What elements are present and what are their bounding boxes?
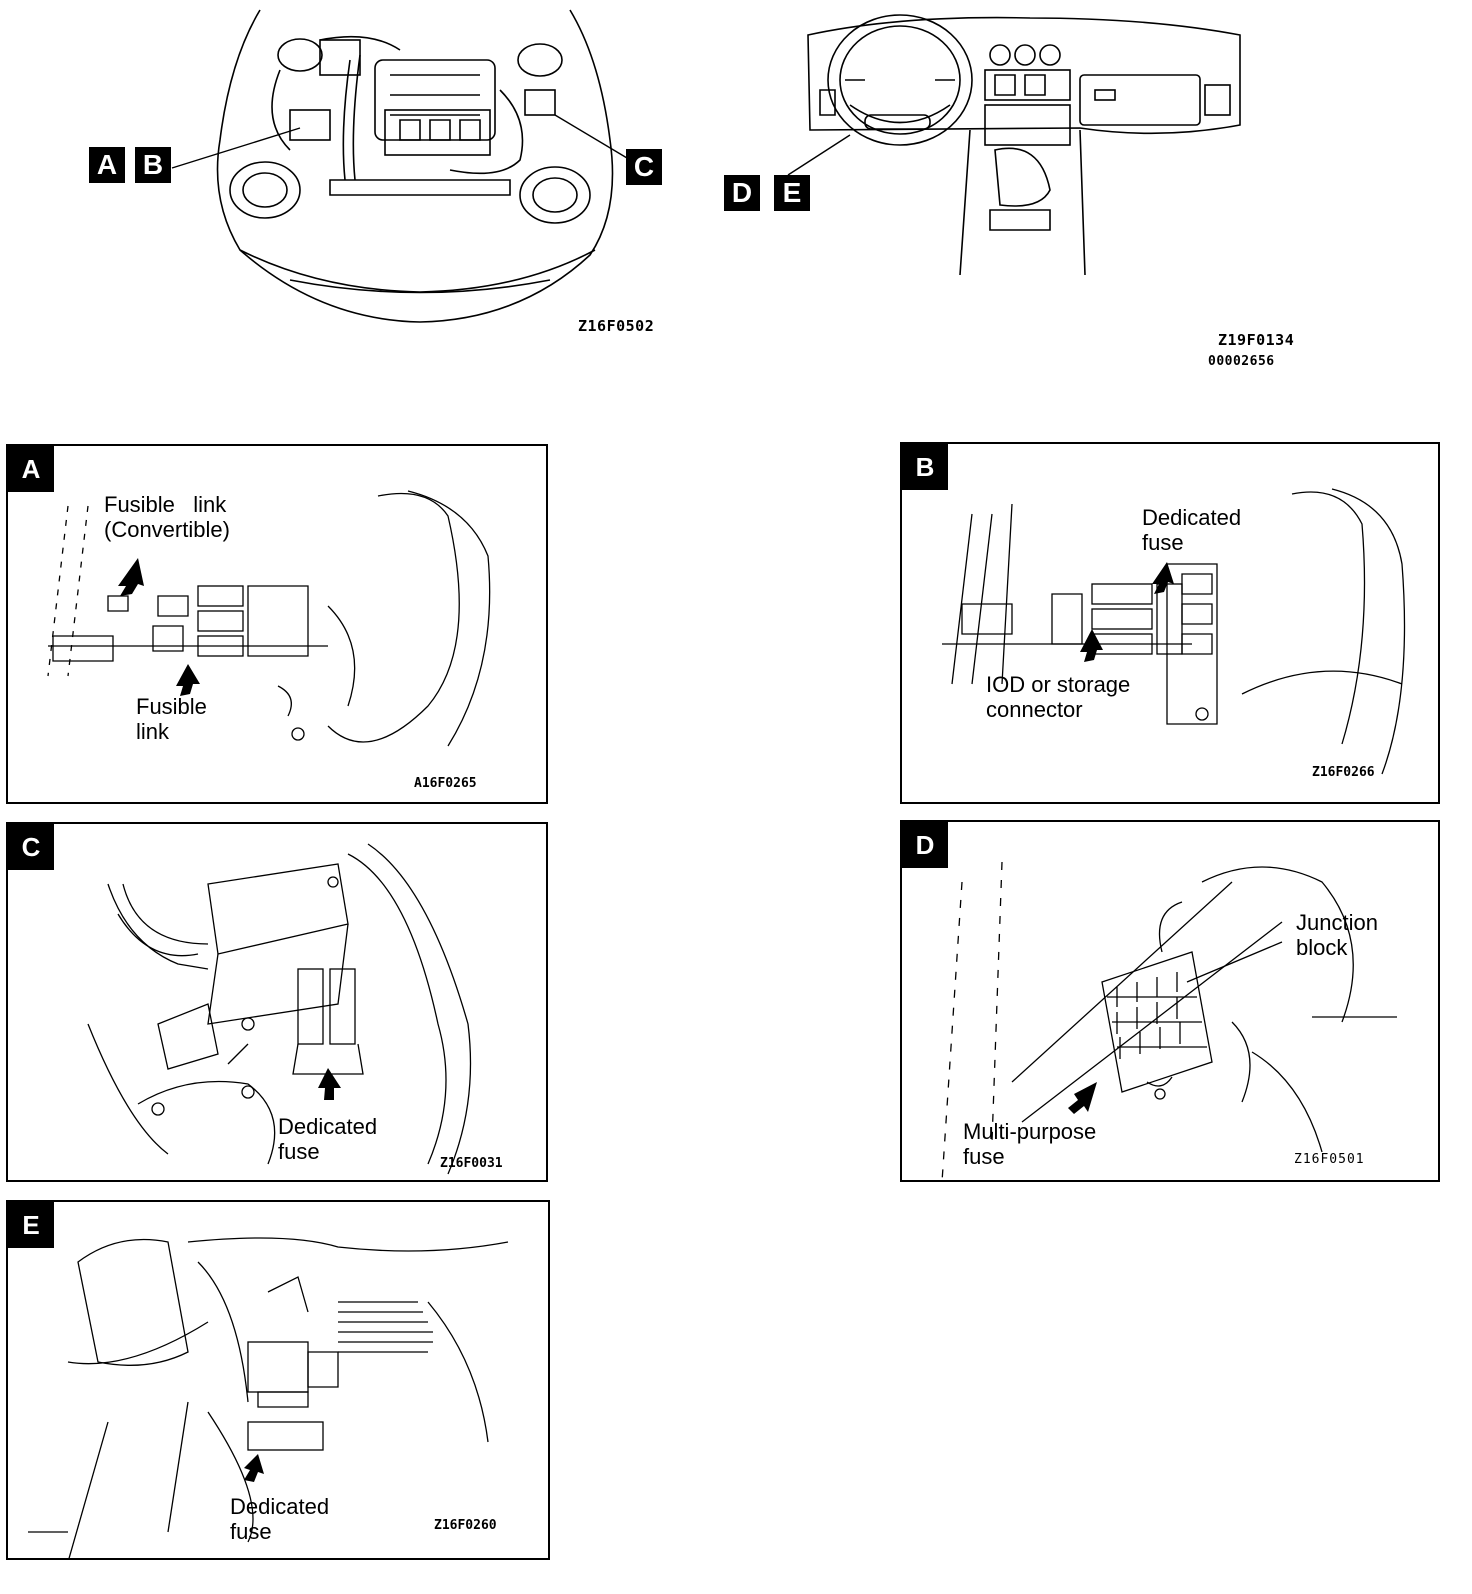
panel-b-callout-iod-connector: IOD or storage connector (986, 672, 1131, 722)
panel-c-callout-dedicated-fuse: Dedicated fuse (278, 1114, 378, 1164)
panel-c-code: Z16F0031 (440, 1156, 503, 1171)
arrow-icon (318, 1068, 341, 1100)
marker-d: D (724, 175, 760, 211)
dashboard-figure-code: Z19F0134 (1218, 331, 1295, 349)
panel-a-callout-convertible: Fusible link (Convertible) (104, 492, 230, 542)
panel-a: A Fusible link (Convertible) Fusible lin… (6, 444, 548, 804)
panel-c: C Dedicated fuse Z16F0031 (6, 822, 548, 1182)
dashboard-illustration (800, 10, 1260, 290)
marker-b: B (135, 147, 171, 183)
panel-d-callout-junction-block: Junction block (1296, 910, 1378, 960)
panel-c-label: C (8, 824, 54, 870)
panel-a-label: A (8, 446, 54, 492)
arrow-icon (244, 1454, 264, 1482)
panel-b-code: Z16F0266 (1312, 765, 1375, 780)
marker-a: A (89, 147, 125, 183)
engine-bay-illustration (200, 0, 640, 330)
panel-a-code: A16F0265 (414, 776, 477, 791)
leader-lines-dash (787, 134, 851, 176)
panel-e-label: E (8, 1202, 54, 1248)
leader-lines-engine (171, 114, 628, 169)
arrow-icon (1080, 562, 1174, 662)
arrow-icon (118, 558, 200, 696)
panel-b: B Dedicated fuse IOD or storage connecto… (900, 442, 1440, 804)
marker-e: E (774, 175, 810, 211)
panel-d-code: Z16F0501 (1294, 1152, 1365, 1167)
panel-d-callout-multi-purpose-fuse: Multi-purpose fuse (963, 1119, 1097, 1169)
panel-a-callout-fusible-link: Fusible link (136, 694, 207, 744)
panel-b-label: B (902, 444, 948, 490)
marker-c: C (626, 149, 662, 185)
panel-e: E Dedicated fuse Z16F0260 (6, 1200, 550, 1560)
panel-d: D Junction block Multi-purpose fuse Z16F… (900, 820, 1440, 1182)
panel-d-label: D (902, 822, 948, 868)
arrow-icon (1068, 1082, 1097, 1114)
engine-bay-figure-code: Z16F0502 (578, 317, 655, 335)
panel-e-callout-dedicated-fuse: Dedicated fuse (230, 1494, 330, 1544)
panel-e-code: Z16F0260 (434, 1518, 497, 1533)
dashboard-figure-code-2: 00002656 (1208, 354, 1275, 369)
panel-b-callout-dedicated-fuse: Dedicated fuse (1142, 505, 1242, 555)
